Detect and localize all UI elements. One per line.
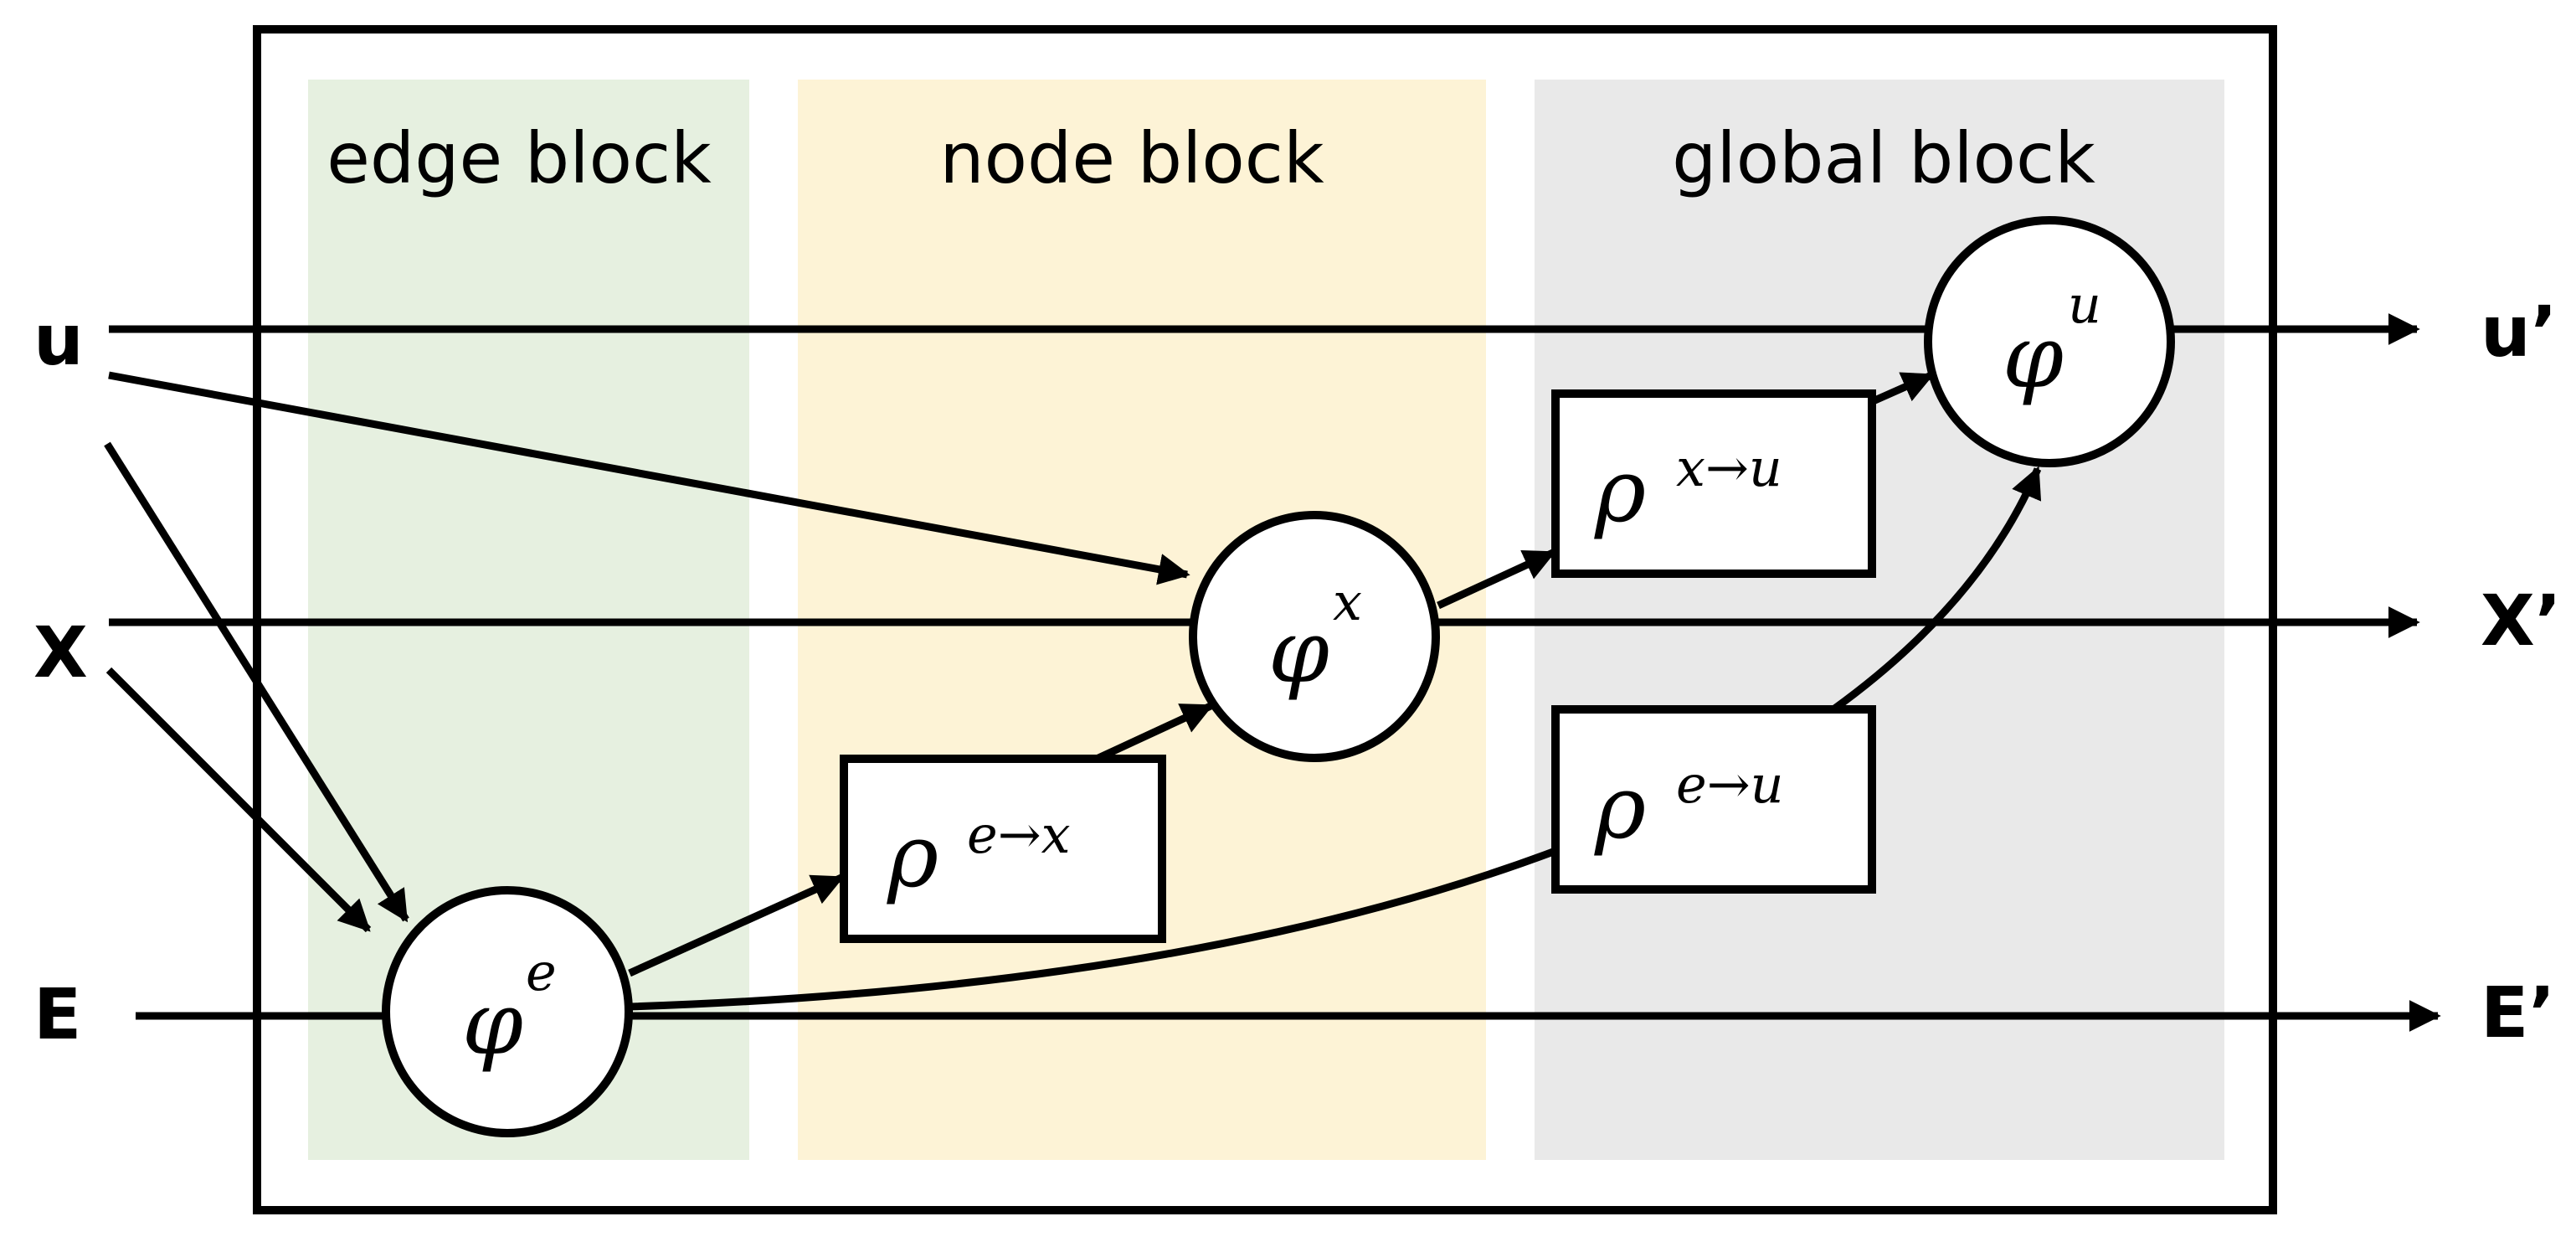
phi-u-node: φ u bbox=[1924, 216, 2175, 467]
rho-e-to-x-symbol: ρ bbox=[887, 805, 938, 907]
output-u-label: u’ bbox=[2481, 291, 2558, 373]
rho-e-to-u-symbol: ρ bbox=[1594, 756, 1646, 858]
arrow-rho-ex-to-phi-x bbox=[1095, 702, 1214, 763]
node-block-label: node block bbox=[939, 117, 1324, 199]
rho-x-to-u-superscript: x→u bbox=[1676, 437, 1782, 498]
rho-e-to-u-rect bbox=[1551, 705, 1876, 894]
global-block-label: global block bbox=[1672, 117, 2095, 199]
phi-u-superscript: u bbox=[2068, 274, 2101, 335]
edge-block-label: edge block bbox=[326, 117, 712, 199]
phi-e-superscript: e bbox=[526, 941, 557, 1002]
phi-x-symbol: φ bbox=[1268, 600, 1329, 703]
input-u-label: u bbox=[33, 299, 84, 381]
arrow-u-to-phi-x bbox=[108, 371, 1190, 585]
rho-e-to-x-box: ρ e→x bbox=[840, 755, 1166, 943]
output-e-label: E’ bbox=[2481, 972, 2555, 1054]
input-x-label: X bbox=[33, 611, 88, 693]
phi-x-node: φ x bbox=[1189, 511, 1440, 762]
rho-e-to-u-superscript: e→u bbox=[1676, 754, 1784, 815]
arrow-phi-x-to-rho-xu bbox=[1437, 549, 1556, 610]
output-x-label: X’ bbox=[2481, 580, 2562, 662]
rho-e-to-x-superscript: e→x bbox=[967, 804, 1071, 865]
phi-e-node: φ e bbox=[382, 886, 633, 1137]
rho-x-to-u-symbol: ρ bbox=[1594, 440, 1646, 542]
phi-e-symbol: φ bbox=[462, 972, 523, 1075]
rho-e-to-u-box: ρ e→u bbox=[1551, 705, 1876, 894]
phi-u-symbol: φ bbox=[2003, 306, 2064, 408]
phi-x-superscript: x bbox=[1333, 571, 1362, 632]
curve-phi-e-to-rho-eu bbox=[629, 847, 1557, 1011]
phi-e-circle bbox=[382, 886, 633, 1137]
rho-x-to-u-box: ρ x→u bbox=[1551, 389, 1876, 578]
phi-x-circle bbox=[1189, 511, 1440, 762]
phi-u-circle bbox=[1924, 216, 2175, 467]
input-e-label: E bbox=[33, 973, 81, 1055]
curve-rho-eu-to-phi-u bbox=[1831, 466, 2042, 713]
arrow-u-to-phi-e bbox=[104, 441, 409, 923]
arrow-rho-xu-to-phi-u bbox=[1869, 371, 1935, 406]
arrow-x-to-phi-e bbox=[105, 667, 372, 933]
rho-e-to-x-rect bbox=[840, 755, 1166, 943]
rho-x-to-u-rect bbox=[1551, 389, 1876, 578]
arrow-phi-e-to-rho-ex bbox=[628, 874, 845, 977]
